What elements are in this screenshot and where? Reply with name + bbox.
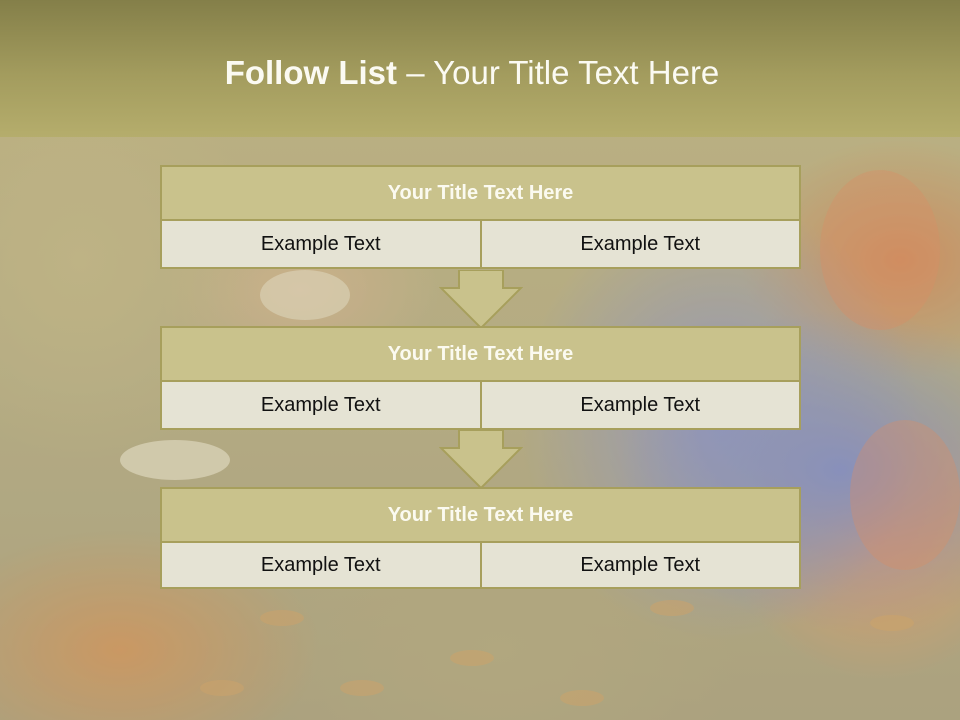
slide-header-bar: Follow List – Your Title Text Here	[0, 0, 960, 137]
block-cell-right: Example Text	[479, 380, 801, 430]
block-title: Your Title Text Here	[160, 326, 801, 382]
down-arrow-icon	[439, 430, 523, 490]
slide-title-bold: Follow List	[224, 54, 398, 91]
block-title: Your Title Text Here	[160, 487, 801, 543]
slide-title-rest: – Your Title Text Here	[406, 54, 720, 91]
block-cell-left: Example Text	[160, 541, 482, 589]
block-cell-right: Example Text	[479, 219, 801, 269]
list-block: Your Title Text Here Example Text Exampl…	[160, 487, 801, 589]
block-cell-left: Example Text	[160, 380, 482, 430]
block-cell-right: Example Text	[479, 541, 801, 589]
block-cell-left: Example Text	[160, 219, 482, 269]
slide-title: Follow List – Your Title Text Here	[0, 54, 944, 92]
list-block: Your Title Text Here Example Text Exampl…	[160, 326, 801, 430]
block-title: Your Title Text Here	[160, 165, 801, 221]
down-arrow-icon	[439, 270, 523, 330]
list-block: Your Title Text Here Example Text Exampl…	[160, 165, 801, 269]
